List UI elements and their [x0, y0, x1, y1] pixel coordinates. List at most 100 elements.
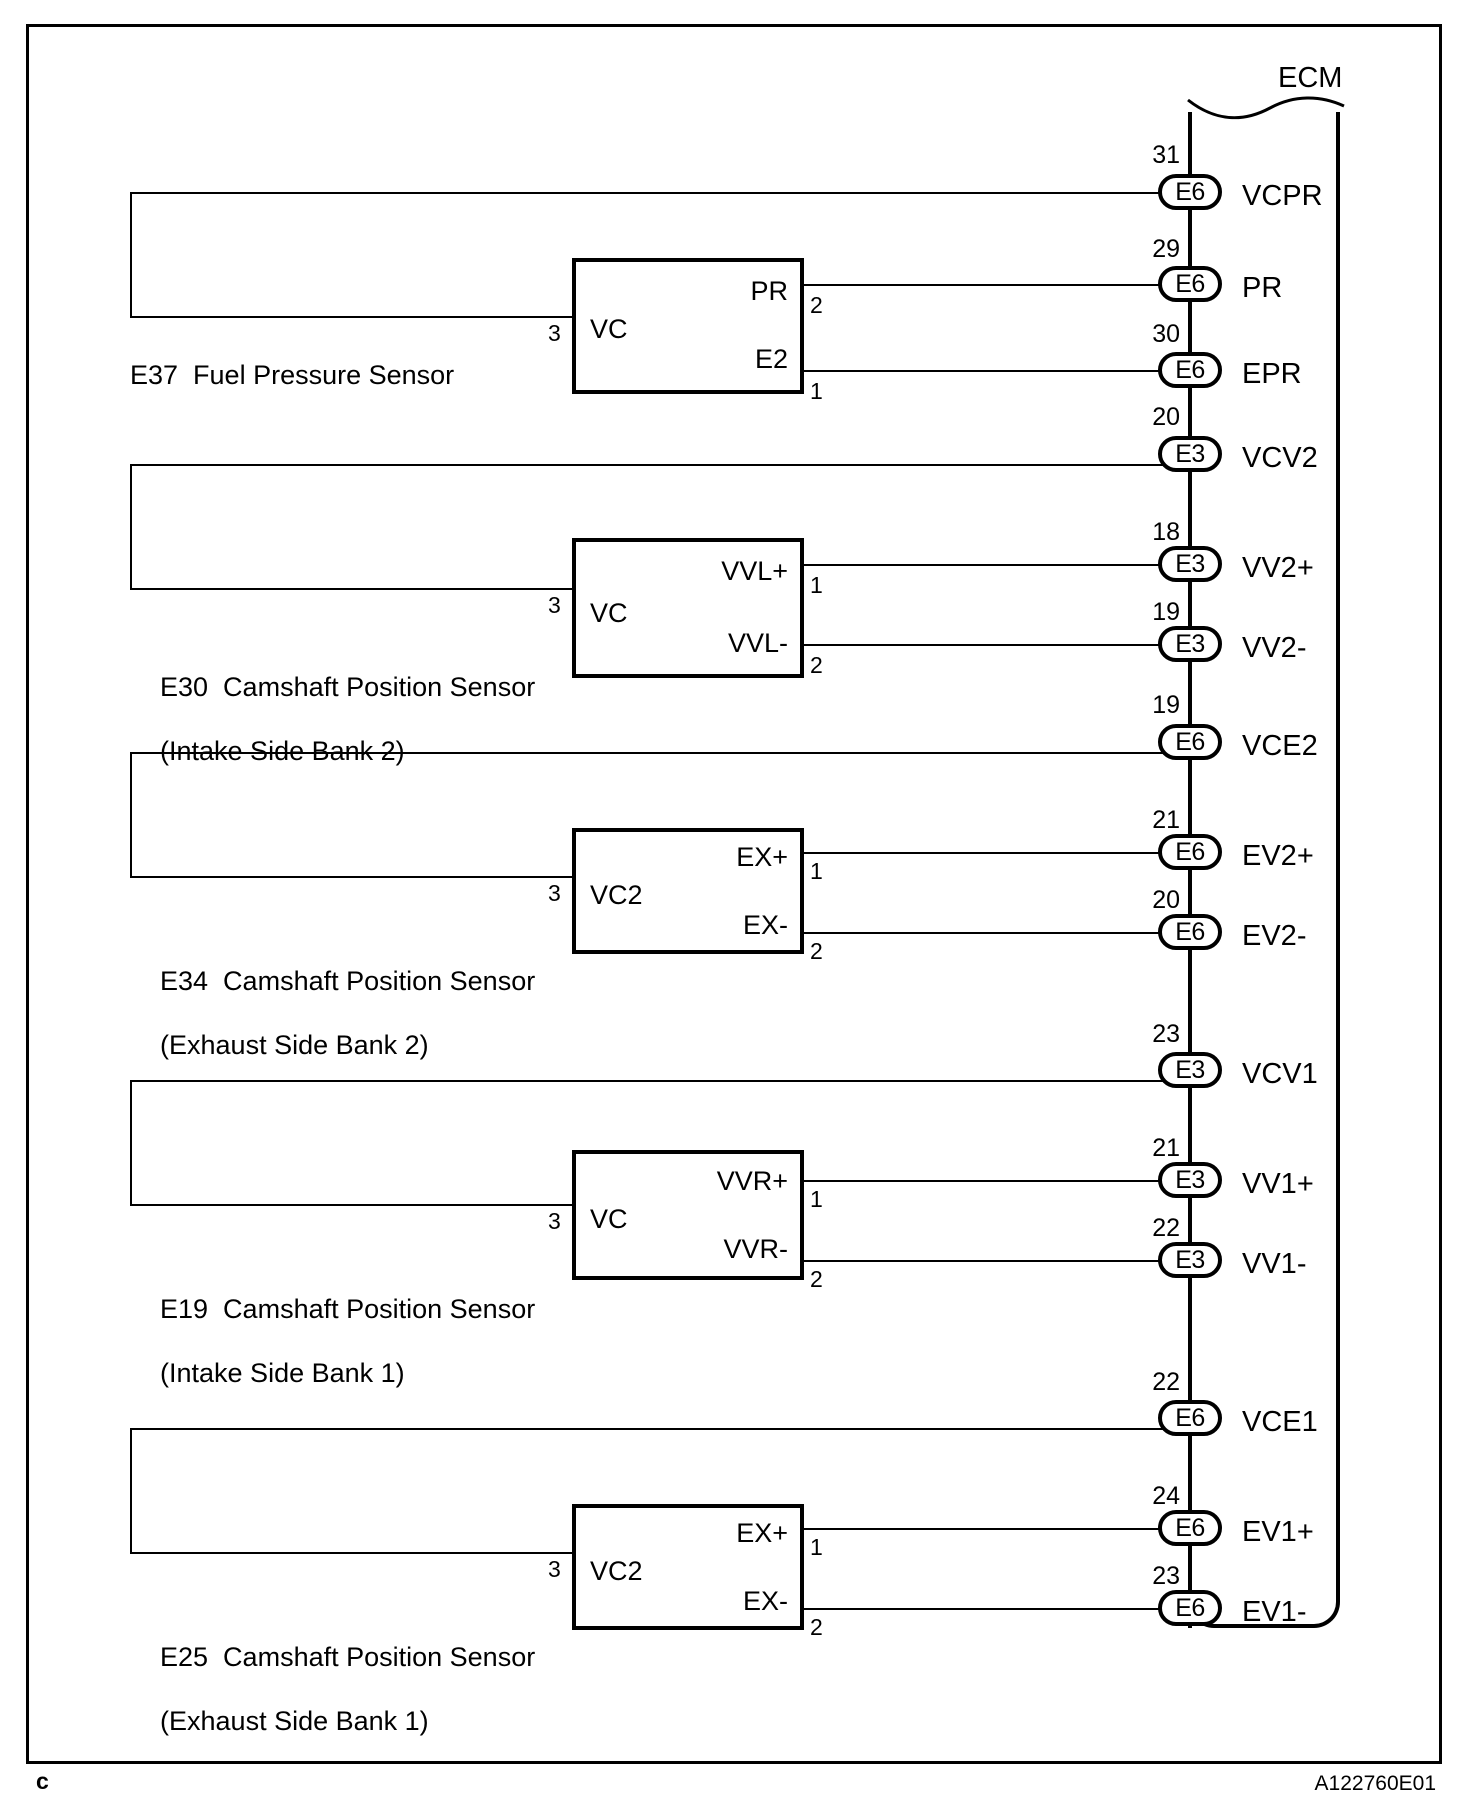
ecm-pin-number-20-ev2minus: 20 — [1152, 886, 1180, 914]
pin-number-e2-g1: 1 — [810, 378, 823, 404]
box-pin-label-vc-g1: VC — [590, 314, 628, 344]
ecm-pin-number-24-ev1plus: 24 — [1152, 1482, 1180, 1510]
ecm-signal-vcv2: VCV2 — [1242, 442, 1318, 474]
wire-vvl-plus-g2 — [802, 564, 1178, 566]
wire-vc2-vertical-g3 — [130, 752, 132, 878]
sensor-caption-camshaft-exhaust-bank1: E25 Camshaft Position Sensor (Exhaust Si… — [130, 1610, 535, 1769]
caption-line-1: E30 Camshaft Position Sensor — [160, 671, 536, 702]
wire-vvr-plus-g4 — [802, 1180, 1178, 1182]
box-pin-label-pr-g1: PR — [750, 276, 788, 306]
ecm-terminal-e6-31[interactable]: E6 — [1158, 174, 1222, 210]
ecm-signal-ev2-plus: EV2+ — [1242, 840, 1314, 872]
ecm-terminal-e3-19[interactable]: E3 — [1158, 626, 1222, 662]
ecm-terminal-e3-18[interactable]: E3 — [1158, 546, 1222, 582]
wire-ex-minus-g3 — [802, 932, 1178, 934]
box-pin-label-e2-g1: E2 — [754, 344, 788, 374]
ecm-pin-number-22-vce1: 22 — [1152, 1368, 1180, 1396]
caption-line-1: E34 Camshaft Position Sensor — [160, 965, 536, 996]
pin-number-vc2-g5: 3 — [548, 1556, 561, 1582]
wire-vc-vertical-g1 — [130, 192, 132, 318]
wire-vc-vertical-g4 — [130, 1080, 132, 1206]
ecm-left-edge — [1188, 112, 1192, 1628]
ecm-terminal-e6-19[interactable]: E6 — [1158, 724, 1222, 760]
wire-vc-bottom-g1 — [130, 316, 574, 318]
wire-vc-top-g1 — [130, 192, 1204, 194]
sensor-caption-camshaft-intake-bank1: E19 Camshaft Position Sensor (Intake Sid… — [130, 1262, 535, 1421]
ecm-terminal-e6-21[interactable]: E6 — [1158, 834, 1222, 870]
wire-vc2-bottom-g5 — [130, 1552, 574, 1554]
wire-vc2-top-g5 — [130, 1428, 1204, 1430]
ecm-terminal-e6-24[interactable]: E6 — [1158, 1510, 1222, 1546]
caption-line-2: (Intake Side Bank 1) — [160, 1357, 405, 1388]
box-pin-label-vc2-g3: VC2 — [590, 880, 643, 910]
ecm-terminal-e6-30[interactable]: E6 — [1158, 352, 1222, 388]
ecm-pin-number-19-vce2: 19 — [1152, 691, 1180, 719]
ecm-pin-number-23-ev1minus: 23 — [1152, 1562, 1180, 1590]
caption-line-2: (Exhaust Side Bank 2) — [160, 1029, 429, 1060]
sensor-caption-camshaft-exhaust-bank2: E34 Camshaft Position Sensor (Exhaust Si… — [130, 934, 535, 1093]
sensor-box-camshaft-exhaust-bank2: VC2 EX+ EX- — [572, 828, 804, 954]
ecm-terminal-e3-23[interactable]: E3 — [1158, 1052, 1222, 1088]
pin-number-pr-g1: 2 — [810, 292, 823, 318]
ecm-pin-number-30: 30 — [1152, 320, 1180, 348]
ecm-signal-vv1-minus: VV1- — [1242, 1248, 1307, 1280]
ecm-terminal-e3-21[interactable]: E3 — [1158, 1162, 1222, 1198]
ecm-pin-number-23-vcv1: 23 — [1152, 1020, 1180, 1048]
ecm-signal-ev2-minus: EV2- — [1242, 920, 1307, 952]
ecm-terminal-e6-22[interactable]: E6 — [1158, 1400, 1222, 1436]
pin-number-ex-minus-g3: 2 — [810, 938, 823, 964]
wire-e2-g1 — [802, 370, 1178, 372]
sensor-box-camshaft-exhaust-bank1: VC2 EX+ EX- — [572, 1504, 804, 1630]
caption-line-2: (Intake Side Bank 2) — [160, 735, 405, 766]
pin-number-vc-g2: 3 — [548, 592, 561, 618]
pin-number-ex-minus-g5: 2 — [810, 1614, 823, 1640]
pin-number-vvl-minus-g2: 2 — [810, 652, 823, 678]
sensor-caption-fuel-pressure: E37 Fuel Pressure Sensor — [130, 360, 455, 390]
ecm-terminal-e6-20[interactable]: E6 — [1158, 914, 1222, 950]
ecm-terminal-e3-20[interactable]: E3 — [1158, 436, 1222, 472]
wire-vc2-vertical-g5 — [130, 1428, 132, 1554]
box-pin-label-ex-plus-g5: EX+ — [736, 1518, 788, 1548]
pin-number-vc-g4: 3 — [548, 1208, 561, 1234]
sensor-caption-camshaft-intake-bank2: E30 Camshaft Position Sensor (Intake Sid… — [130, 640, 535, 799]
ecm-signal-vcpr: VCPR — [1242, 180, 1323, 212]
ecm-signal-ev1-plus: EV1+ — [1242, 1516, 1314, 1548]
wire-ex-minus-g5 — [802, 1608, 1178, 1610]
ecm-signal-vcv1: VCV1 — [1242, 1058, 1318, 1090]
box-pin-label-ex-minus-g5: EX- — [742, 1586, 788, 1616]
box-pin-label-vvr-minus-g4: VVR- — [723, 1234, 788, 1264]
ecm-signal-epr: EPR — [1242, 358, 1302, 390]
wire-vc-top-g2 — [130, 464, 1204, 466]
caption-line-1: E25 Camshaft Position Sensor — [160, 1641, 536, 1672]
ecm-pin-number-20-vcv2: 20 — [1152, 403, 1180, 431]
box-pin-label-vvr-plus-g4: VVR+ — [716, 1166, 788, 1196]
ecm-signal-vv2-plus: VV2+ — [1242, 552, 1314, 584]
ecm-pin-number-31: 31 — [1152, 141, 1180, 169]
ecm-terminal-e6-29[interactable]: E6 — [1158, 266, 1222, 302]
sensor-box-camshaft-intake-bank2: VC VVL+ VVL- — [572, 538, 804, 678]
caption-line-2: (Exhaust Side Bank 1) — [160, 1705, 429, 1736]
wire-vvr-minus-g4 — [802, 1260, 1178, 1262]
ecm-signal-vv2-minus: VV2- — [1242, 632, 1307, 664]
wire-vc2-top-g3 — [130, 752, 1204, 754]
wire-vvl-minus-g2 — [802, 644, 1178, 646]
ecm-pin-number-22-vv1minus: 22 — [1152, 1214, 1180, 1242]
sensor-box-fuel-pressure: VC PR E2 — [572, 258, 804, 394]
page-border — [26, 24, 1442, 1764]
ecm-pin-number-21-ev2plus: 21 — [1152, 806, 1180, 834]
wire-vc-bottom-g4 — [130, 1204, 574, 1206]
ecm-signal-pr: PR — [1242, 272, 1283, 304]
ecm-terminal-e6-23[interactable]: E6 — [1158, 1590, 1222, 1626]
ecm-signal-vce2: VCE2 — [1242, 730, 1318, 762]
wire-vc-vertical-g2 — [130, 464, 132, 590]
ecm-signal-ev1-minus: EV1- — [1242, 1596, 1307, 1628]
sensor-box-camshaft-intake-bank1: VC VVR+ VVR- — [572, 1150, 804, 1280]
pin-number-ex-plus-g5: 1 — [810, 1534, 823, 1560]
ecm-pin-number-21-vv1plus: 21 — [1152, 1134, 1180, 1162]
wire-pr-g1 — [802, 284, 1178, 286]
ecm-terminal-e3-22[interactable]: E3 — [1158, 1242, 1222, 1278]
ecm-pin-number-19-vv2minus: 19 — [1152, 598, 1180, 626]
ecm-signal-vce1: VCE1 — [1242, 1406, 1318, 1438]
ecm-title: ECM — [1278, 62, 1343, 94]
